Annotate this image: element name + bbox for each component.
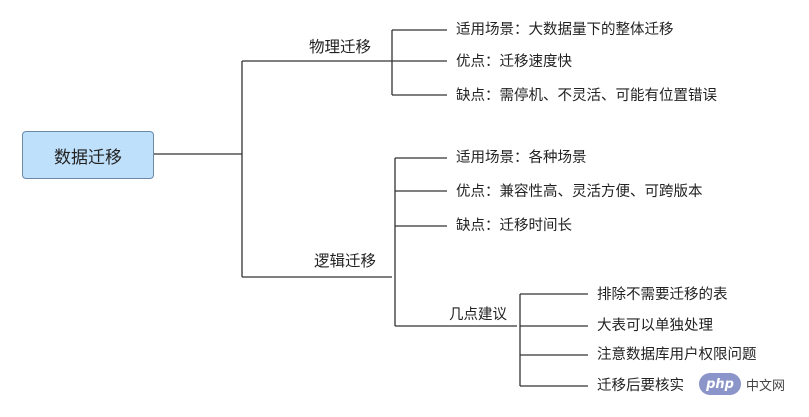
branch-physical-label[interactable]: 物理迁移 <box>305 38 376 56</box>
suggestion-item-2[interactable]: 大表可以单独处理 <box>597 318 713 334</box>
php-logo-icon: php <box>699 373 741 395</box>
suggestions-label[interactable]: 几点建议 <box>446 306 510 324</box>
branch-logical-label[interactable]: 逻辑迁移 <box>310 252 381 270</box>
watermark-site-text: 中文网 <box>746 378 786 394</box>
physical-item-cons[interactable]: 缺点：需停机、不灵活、可能有位置错误 <box>456 88 717 104</box>
root-label: 数据迁移 <box>54 147 122 168</box>
physical-item-pros[interactable]: 优点：迁移速度快 <box>456 54 572 70</box>
logical-item-cons[interactable]: 缺点：迁移时间长 <box>456 218 572 234</box>
logical-item-pros[interactable]: 优点：兼容性高、灵活方便、可跨版本 <box>456 184 703 200</box>
suggestion-item-4[interactable]: 迁移后要核实 <box>597 378 684 394</box>
suggestion-item-3[interactable]: 注意数据库用户权限问题 <box>597 347 757 363</box>
logical-item-scenario[interactable]: 适用场景：各种场景 <box>456 150 587 166</box>
root-node[interactable]: 数据迁移 <box>22 131 154 179</box>
suggestion-item-1[interactable]: 排除不需要迁移的表 <box>597 287 728 303</box>
watermark: php 中文网 <box>699 372 785 396</box>
physical-item-scenario[interactable]: 适用场景：大数据量下的整体迁移 <box>456 22 674 38</box>
